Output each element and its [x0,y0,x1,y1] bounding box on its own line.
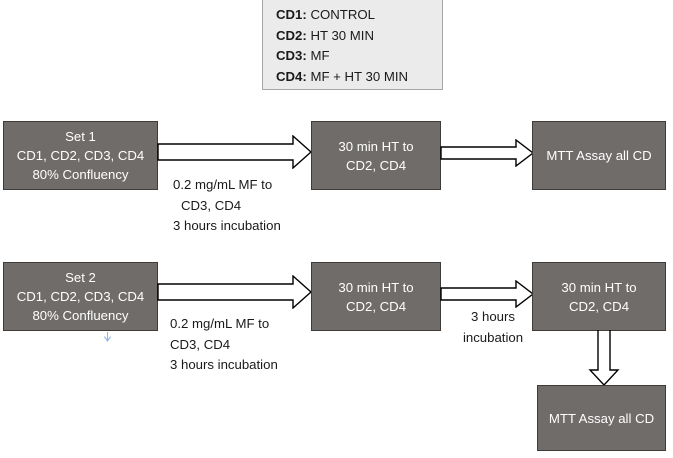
row2-ht-box-1-line2: CD2, CD4 [345,298,407,314]
row2-arrow-1-label-line3: 3 hours incubation [170,357,278,372]
row2-ht-box-2-line2: CD2, CD4 [568,298,630,314]
text-caret-artifact [103,332,112,342]
row2-ht-box-2: 30 min HT to CD2, CD4 [532,262,666,331]
row1-set1-line1: Set 1 [65,129,96,144]
row1-mtt-assay-line1: MTT Assay all CD [546,148,652,163]
row2-arrow-1-label-line1: 0.2 mg/mL MF to [170,316,270,331]
row2-arrow-1-label-line2: CD3, CD4 [170,336,231,352]
row2-ht-box-1-line1: 30 min HT to [338,279,414,295]
row1-arrow-1-label-line2: CD3, CD4 [181,197,242,213]
legend-item-cd2: CD2: HT 30 MIN [276,26,442,47]
row1-arrow-1 [157,135,312,169]
cd-legend: CD1: CONTROL CD2: HT 30 MIN CD3: MF CD4:… [262,0,443,90]
row2-ht-box-1: 30 min HT to CD2, CD4 [311,262,441,331]
row2-arrow-3-down [588,330,620,386]
row2-arrow-1-label: 0.2 mg/mL MF to CD3, CD4 3 hours incubat… [170,314,278,376]
legend-key-cd4: CD4: [276,68,307,84]
row1-ht-box-line2: CD2, CD4 [345,157,407,173]
legend-key-cd1: CD1: [276,7,307,22]
row1-ht-box: 30 min HT to CD2, CD4 [311,121,441,190]
row2-set2-line2: CD1, CD2, CD3, CD4 [16,289,145,304]
legend-key-cd2: CD2: [276,27,307,43]
row1-arrow-1-label-line1: 0.2 mg/mL MF to [173,177,273,192]
row1-set1-line2: CD1, CD2, CD3, CD4 [16,148,145,163]
row2-arrow-1 [157,275,312,309]
row2-ht-box-2-line1: 30 min HT to [561,279,637,295]
legend-value-cd3: MF [310,48,330,63]
row1-ht-box-line1: 30 min HT to [338,138,414,154]
row2-arrow-2 [440,280,534,308]
row1-set1-box: Set 1 CD1, CD2, CD3, CD4 80% Confluency [3,121,158,190]
legend-item-cd1: CD1: CONTROL [276,5,442,26]
row2-mtt-assay-line1: MTT Assay all CD [548,410,655,426]
row2-set2-line1: Set 2 [65,270,96,285]
row2-set2-line3: 80% Confluency [32,308,129,323]
row1-arrow-1-label-line3: 3 hours incubation [173,218,281,233]
row2-arrow-2-label: 3 hours incubation [447,307,539,348]
row2-set2-box: Set 2 CD1, CD2, CD3, CD4 80% Confluency [3,262,158,331]
legend-item-cd3: CD3: MF [276,46,442,67]
row1-arrow-1-label: 0.2 mg/mL MF to CD3, CD4 3 hours incubat… [173,175,281,237]
legend-key-cd3: CD3: [276,48,307,63]
row1-mtt-assay-box: MTT Assay all CD [532,121,666,190]
row2-arrow-2-label-line1: 3 hours [471,309,515,324]
legend-value-cd2: HT 30 MIN [310,27,374,43]
row1-set1-line3: 80% Confluency [32,167,129,182]
legend-value-cd1: CONTROL [310,7,375,22]
row2-mtt-assay-box: MTT Assay all CD [537,385,666,451]
row2-arrow-2-label-line2: incubation [462,329,524,345]
row1-arrow-2 [440,139,534,167]
legend-item-cd4: CD4: MF + HT 30 MIN [276,67,442,88]
legend-value-cd4: MF + HT 30 MIN [310,68,409,84]
